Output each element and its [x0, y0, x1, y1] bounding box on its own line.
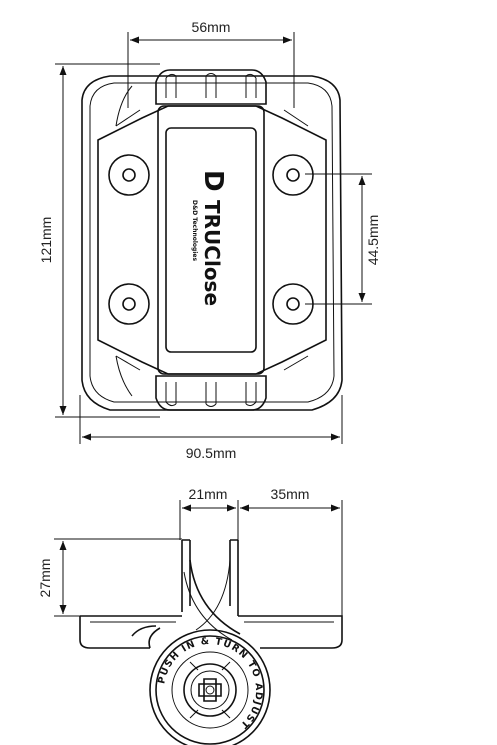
side-plates — [79, 615, 343, 649]
dimension-height: 121mm — [38, 63, 160, 418]
tension-adjuster[interactable]: PUSH IN & TURN TO ADJUST — [149, 629, 271, 745]
center-cover — [157, 105, 265, 375]
dimension-side-offset: 21mm — [179, 486, 239, 540]
dimension-top-width: 56mm — [127, 19, 295, 108]
logo-name: TRUClose — [200, 200, 224, 306]
screw-hole-bottom-right — [272, 283, 314, 325]
dimension-overall-width-label: 90.5mm — [186, 445, 237, 461]
logo-subtitle: D&D Technologies — [191, 200, 198, 261]
dimension-overall-width: 90.5mm — [79, 395, 343, 461]
truclose-logo: D TRUClose D&D Technologies — [191, 170, 228, 306]
top-view: 56mm 121mm 44.5mm 90.5mm — [38, 19, 381, 461]
side-view: 21mm 35mm 27mm — [37, 486, 343, 745]
knuckle-bottom — [155, 375, 267, 411]
dimension-top-width-label: 56mm — [192, 19, 231, 35]
side-posts — [181, 539, 241, 641]
dimension-hole-spacing: 44.5mm — [305, 173, 381, 305]
screw-hole-bottom-left — [108, 283, 150, 325]
dimension-side-reach: 35mm — [240, 486, 343, 616]
dimension-side-height: 27mm — [37, 538, 182, 617]
dimension-side-offset-label: 21mm — [189, 486, 228, 502]
dimension-side-reach-label: 35mm — [271, 486, 310, 502]
dimension-height-label: 121mm — [38, 217, 54, 264]
screw-hole-top-right — [272, 154, 314, 196]
dimension-side-height-label: 27mm — [37, 559, 53, 598]
knuckle-top — [155, 69, 267, 105]
hinge-body-outline — [81, 75, 343, 411]
screw-hole-top-left — [108, 154, 150, 196]
dimension-hole-spacing-label: 44.5mm — [365, 215, 381, 266]
logo-letter: D — [198, 170, 228, 192]
